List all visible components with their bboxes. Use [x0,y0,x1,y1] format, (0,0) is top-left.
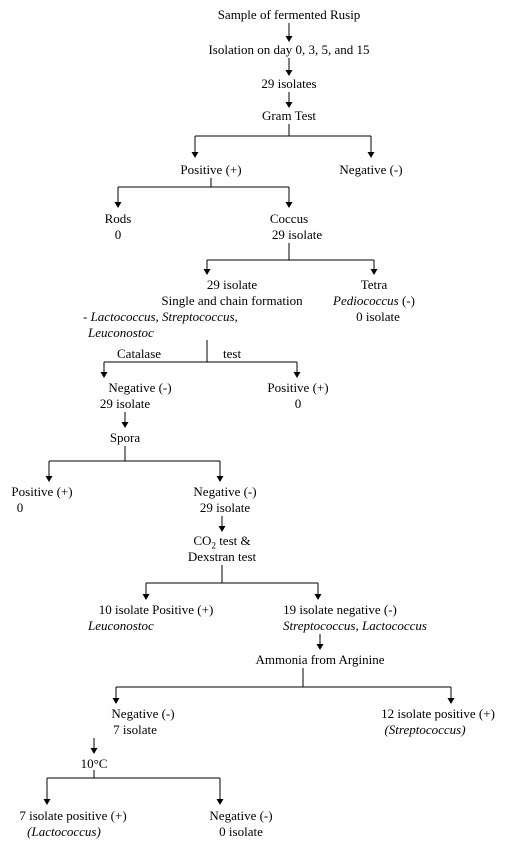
arrowhead [45,476,53,482]
node-temp: 10°C [80,756,108,771]
node-tetra: Tetra [360,277,388,292]
node-isolation: Isolation on day 0, 3, 5, and 15 [208,42,370,57]
arrowhead [285,70,293,76]
node-catalase-test: test [223,346,242,361]
node-cat-positive-count: 0 [294,396,302,411]
arrowhead [112,698,120,704]
node-rods: Rods [104,211,132,226]
node-tetra-genus: Pediococcus (-) [333,293,415,308]
arrowhead [114,202,122,208]
arrowhead [367,152,375,158]
node-coccus: Coccus [269,211,309,226]
arrowhead [216,799,224,805]
node-spora-positive-count: 0 [16,500,24,515]
node-gram-negative: Negative (-) [339,162,403,177]
node-temp-positive: 7 isolate positive (+) [19,808,127,823]
arrowhead [203,269,211,275]
node-spora-negative: Negative (-) [193,484,257,499]
node-amm-positive-genus: (Streptococcus) [384,722,466,737]
node-cat-positive: Positive (+) [267,380,329,395]
arrowhead [316,644,324,650]
arrowhead [90,748,98,754]
node-amm-negative-count: 7 isolate [113,722,157,737]
node-co2-test: CO2 test & [193,533,251,551]
node-single-count: 29 isolate [206,277,258,292]
node-temp-negative-count: 0 isolate [219,824,263,839]
node-single-label: Single and chain formation [161,293,303,308]
node-rods-count: 0 [114,227,122,242]
node-cat-negative: Negative (-) [108,380,172,395]
arrowhead [216,476,224,482]
node-coccus-count: 29 isolate [271,227,323,242]
node-amm-positive: 12 isolate positive (+) [381,706,495,721]
node-dex-negative: 19 isolate negative (-) [283,602,397,617]
node-single-genera: - Lactococcus, Streptococcus, [83,309,238,324]
arrowhead [100,372,108,378]
node-spora: Spora [109,430,141,445]
node-dex-positive: 10 isolate Positive (+) [98,602,214,617]
node-spora-negative-count: 29 isolate [199,500,251,515]
arrowhead [314,594,322,600]
node-29-isolates: 29 isolates [261,76,317,91]
node-dextran-test: Dexstran test [187,549,257,564]
node-tetra-count: 0 isolate [356,309,400,324]
node-catalase: Catalase [117,346,162,361]
arrowhead [121,422,129,428]
node-gram-positive: Positive (+) [180,162,242,177]
node-temp-positive-genus: (Lactococcus) [27,824,101,839]
arrowhead [370,269,378,275]
arrowhead [142,594,150,600]
node-dex-positive-genus: Leuconostoc [88,618,154,633]
node-single-genera-2: Leuconostoc [88,325,154,340]
node-dex-negative-genus: Streptococcus, Lactococcus [283,618,427,633]
node-sample: Sample of fermented Rusip [217,7,361,22]
arrowhead [285,202,293,208]
arrowhead [285,102,293,108]
arrowhead [43,799,51,805]
node-temp-negative: Negative (-) [209,808,273,823]
arrowhead [293,372,301,378]
arrowhead [285,36,293,42]
arrowhead [447,698,455,704]
node-spora-positive: Positive (+) [11,484,73,499]
arrowhead [191,152,199,158]
node-gram-test: Gram Test [261,108,317,123]
node-cat-negative-count: 29 isolate [99,396,151,411]
arrowhead [218,526,226,532]
node-amm-negative: Negative (-) [111,706,175,721]
node-ammonia: Ammonia from Arginine [255,652,385,667]
